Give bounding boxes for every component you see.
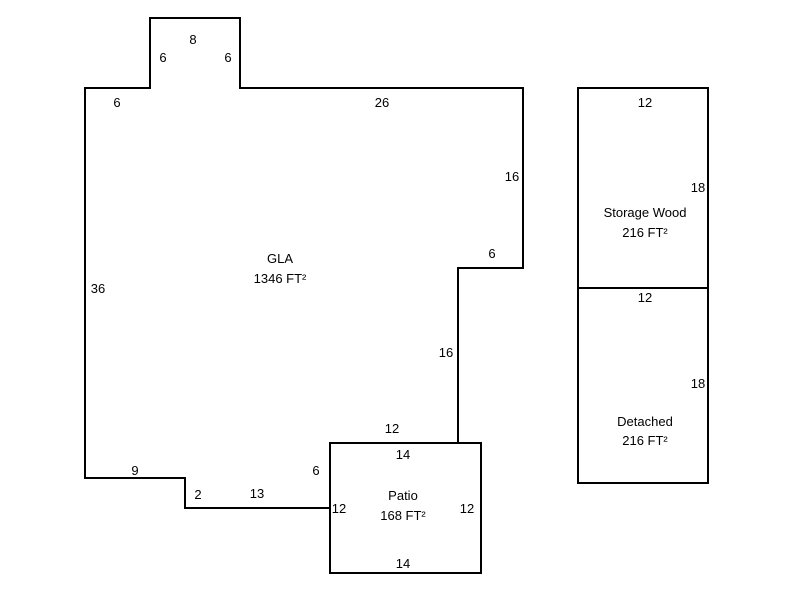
gla-dim-right-lower: 16 (439, 345, 453, 360)
storage-outline (577, 87, 709, 289)
gla-area: 1346 FT² (254, 271, 307, 286)
detached-dim-right: 18 (691, 376, 705, 391)
gla-dim-step-left: 2 (194, 487, 201, 502)
patio-title: Patio (388, 488, 418, 503)
detached-title: Detached (617, 414, 673, 429)
gla-dim-top-right: 26 (375, 95, 389, 110)
gla-dim-bump-right: 6 (224, 50, 231, 65)
storage-title: Storage Wood (604, 205, 687, 220)
patio-outline (329, 442, 482, 574)
gla-dim-bump-top: 8 (189, 32, 196, 47)
gla-dim-bump-left: 6 (159, 50, 166, 65)
gla-dim-bottom-step-right: 6 (312, 463, 319, 478)
gla-dim-bottom-mid: 13 (250, 486, 264, 501)
detached-area: 216 FT² (622, 433, 668, 448)
gla-outline (84, 17, 524, 509)
gla-dim-notch-top: 6 (488, 246, 495, 261)
storage-area: 216 FT² (622, 225, 668, 240)
gla-dim-bottom-left: 9 (131, 463, 138, 478)
gla-dim-right-upper: 16 (505, 169, 519, 184)
patio-dim-bottom: 14 (396, 556, 410, 571)
storage-dim-right: 18 (691, 180, 705, 195)
detached-dim-top: 12 (638, 290, 652, 305)
gla-title: GLA (267, 251, 293, 266)
patio-dim-top: 14 (396, 447, 410, 462)
storage-dim-top: 12 (638, 95, 652, 110)
patio-dim-right: 12 (460, 501, 474, 516)
gla-dim-left: 36 (91, 281, 105, 296)
detached-outline (577, 287, 709, 484)
gla-dim-top-left: 6 (113, 95, 120, 110)
patio-area: 168 FT² (380, 508, 426, 523)
patio-dim-left: 12 (332, 501, 346, 516)
gla-dim-bottom-right: 12 (385, 421, 399, 436)
